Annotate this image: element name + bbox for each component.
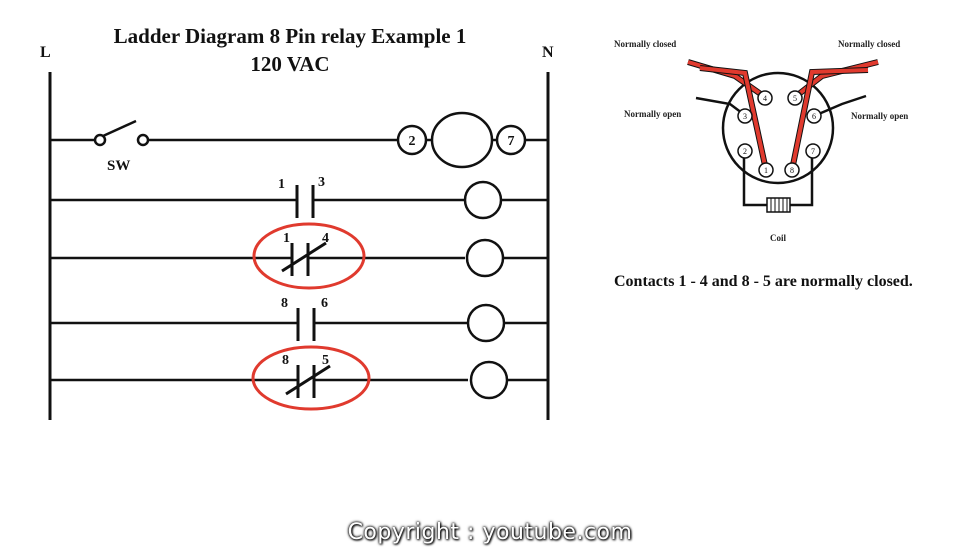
switch-label: SW xyxy=(107,158,130,174)
coil-pin-label: 2 xyxy=(409,134,416,149)
nc-slash xyxy=(285,364,331,396)
contact-pin-label: 8 xyxy=(281,296,288,311)
relay-base-diagram: Normally closed Normally closed Normally… xyxy=(614,39,908,243)
contact-pin-label: 1 xyxy=(283,231,290,246)
highlight-circle xyxy=(251,345,371,411)
coil-wire xyxy=(790,151,814,207)
normally-closed-note: Contacts 1 - 4 and 8 - 5 are normally cl… xyxy=(614,273,913,290)
copyright-watermark: Copyright : youtube.com xyxy=(347,520,633,545)
coil-label: Coil xyxy=(770,233,787,243)
lamp-load xyxy=(465,238,505,278)
socket-pins: 1 2 3 4 5 6 7 8 xyxy=(737,90,822,178)
highlight-circle xyxy=(252,222,366,290)
label-normally-closed-right: Normally closed xyxy=(838,39,900,49)
switch-blade xyxy=(102,119,137,138)
relay-coil xyxy=(430,111,494,169)
label-normally-closed-left: Normally closed xyxy=(614,39,676,49)
socket-pin xyxy=(758,162,774,178)
socket-pin-label: 6 xyxy=(812,112,816,121)
contact-pin-label: 5 xyxy=(322,353,329,368)
lamp-load xyxy=(463,180,503,220)
contact-pin-label: 6 xyxy=(321,296,328,311)
lamp-load xyxy=(469,360,509,400)
nc-wire xyxy=(793,60,879,99)
relay-socket xyxy=(721,71,835,185)
socket-pin-label: 3 xyxy=(743,112,747,121)
socket-pin-label: 4 xyxy=(763,94,767,103)
contact-pin-label: 3 xyxy=(318,175,325,190)
socket-pin xyxy=(757,90,773,106)
rung-contact-1-3: 1 3 xyxy=(50,175,548,220)
contact-pin-label: 8 xyxy=(282,353,289,368)
nc-wire xyxy=(790,68,869,171)
socket-pin-label: 5 xyxy=(793,94,797,103)
lead-wire xyxy=(813,94,867,118)
switch-terminal xyxy=(93,133,107,147)
rung-switch-coil: SW 2 7 xyxy=(50,111,548,174)
rung-contact-1-4: 1 4 xyxy=(50,222,548,290)
contact-pin-label: 4 xyxy=(322,231,329,246)
coil-wire xyxy=(742,151,767,207)
socket-pin xyxy=(787,90,803,106)
left-rail-label: L xyxy=(40,44,51,61)
socket-pin xyxy=(805,143,821,159)
socket-pin-label: 2 xyxy=(743,147,747,156)
switch-terminal xyxy=(136,133,150,147)
label-normally-open-right: Normally open xyxy=(851,111,908,121)
socket-pin-label: 1 xyxy=(764,166,768,175)
socket-pin xyxy=(784,162,800,178)
label-normally-open-left: Normally open xyxy=(624,109,681,119)
socket-pin-label: 7 xyxy=(811,147,815,156)
nc-wire xyxy=(699,66,768,171)
diagram-subtitle: 120 VAC xyxy=(250,52,330,76)
socket-pin xyxy=(806,108,822,124)
contact-pin-label: 1 xyxy=(278,177,285,192)
nc-slash xyxy=(281,241,327,273)
coil-pin-label: 7 xyxy=(508,134,515,149)
socket-pin-label: 8 xyxy=(790,166,794,175)
socket-pin xyxy=(737,108,753,124)
rung-contact-8-5: 8 5 xyxy=(50,345,548,411)
diagram-title: Ladder Diagram 8 Pin relay Example 1 xyxy=(113,24,467,48)
socket-pin xyxy=(737,143,753,159)
right-rail-label: N xyxy=(542,44,554,61)
lamp-load xyxy=(466,303,506,343)
rung-contact-8-6: 8 6 xyxy=(50,296,548,343)
